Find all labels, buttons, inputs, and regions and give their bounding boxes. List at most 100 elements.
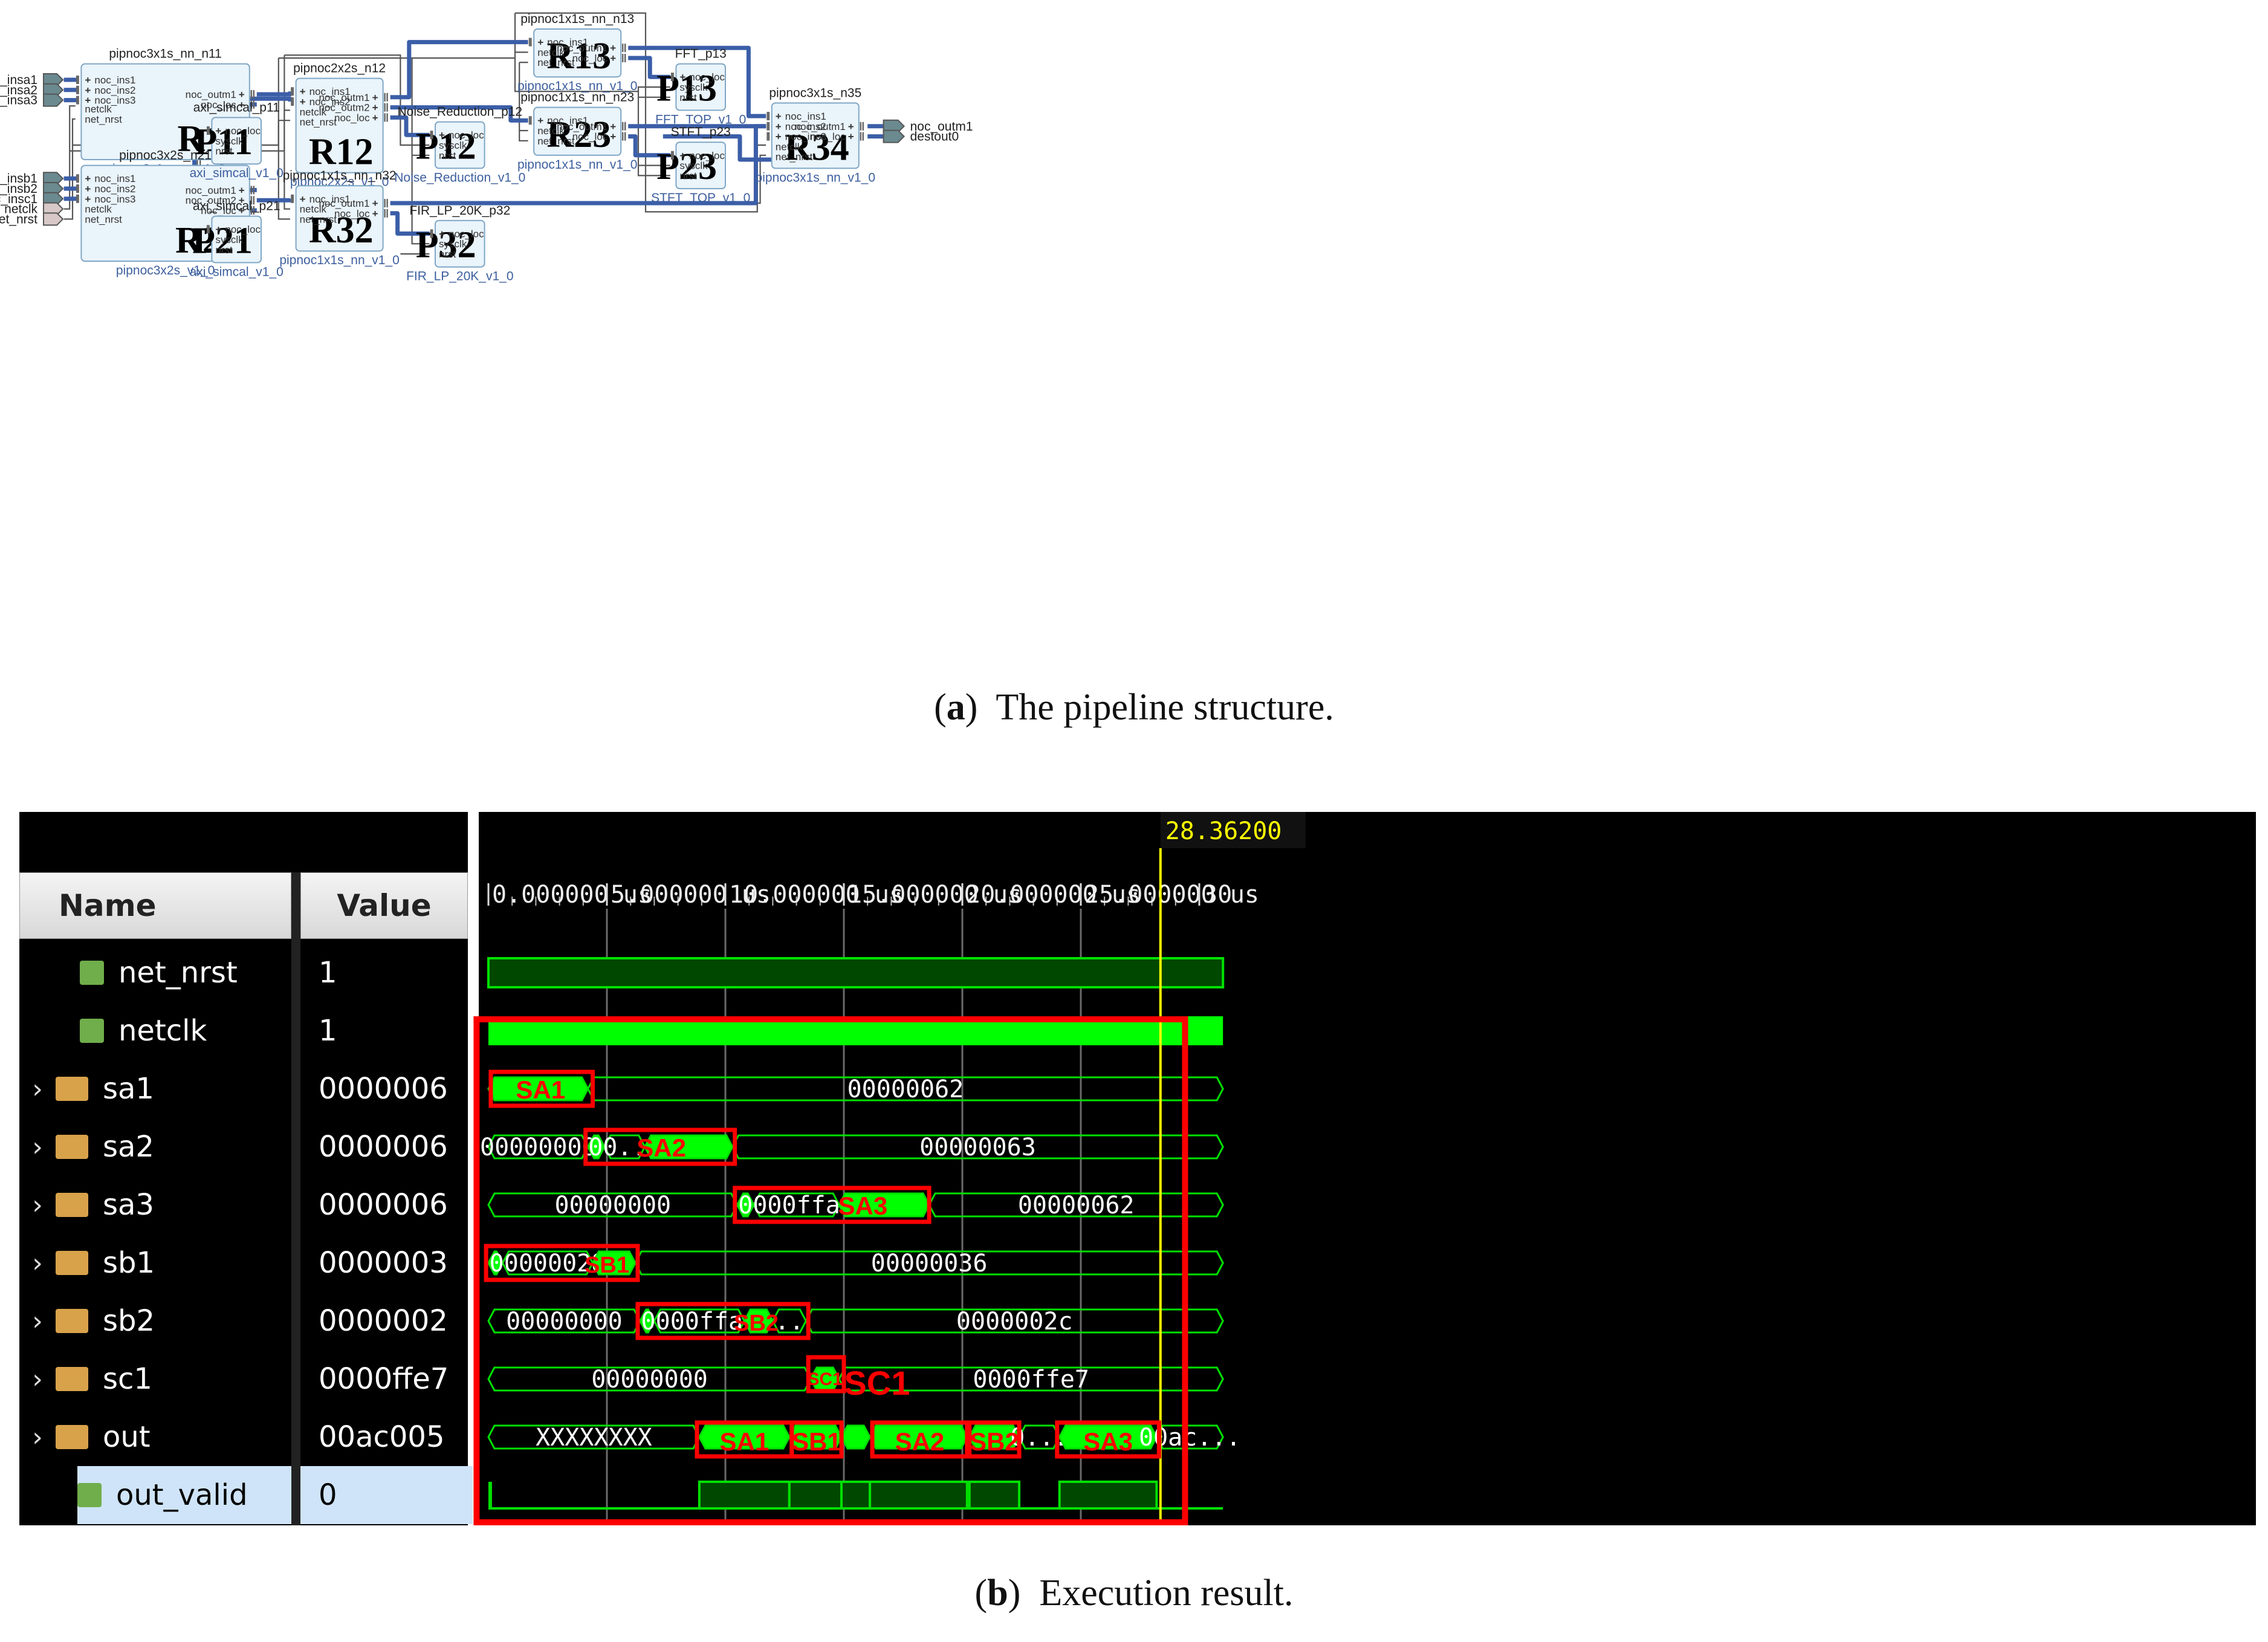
- svg-text:+: +: [776, 111, 782, 122]
- caption-b: (b) Execution result.: [974, 1572, 1294, 1614]
- router-title: pipnoc2x2s_n12: [293, 62, 386, 76]
- bit-signal-icon: [77, 1483, 102, 1507]
- expand-chevron-icon[interactable]: ›: [32, 1305, 43, 1337]
- port-label: noc_outm1: [186, 184, 236, 196]
- signal-row-netclk[interactable]: netclk: [19, 1002, 291, 1060]
- value-column-header[interactable]: Value: [300, 872, 468, 939]
- input-port-noc_insa2[interactable]: noc_insa2: [0, 83, 64, 97]
- port-label: nrst: [215, 244, 233, 256]
- signal-row-sb1[interactable]: › sb1: [19, 1234, 291, 1292]
- bus-value-label: 0000ffaf: [641, 1308, 758, 1335]
- port-label: noc_ins2: [309, 96, 351, 108]
- port-label: noc_ins3: [785, 131, 826, 143]
- svg-text:+: +: [215, 224, 221, 235]
- waveform-canvas[interactable]: 28.36200 0.000000 us5.000000 us10.000000 …: [19, 812, 2256, 1525]
- svg-text:+: +: [848, 121, 854, 132]
- signal-row-net_nrst[interactable]: net_nrst: [19, 944, 291, 1002]
- highlight-sa3: SA3: [1055, 1420, 1161, 1459]
- input-port-noc_insb2[interactable]: noc_insb2: [0, 182, 64, 196]
- cursor-readout[interactable]: 28.36200: [1160, 812, 1306, 848]
- input-port-noc_insc1[interactable]: noc_insc1: [0, 192, 64, 206]
- input-port-noc_insa1[interactable]: noc_insa1: [0, 73, 64, 87]
- time-tick-label: 0.000000 us: [492, 881, 652, 909]
- router-block-r23[interactable]: pipnoc1x1s_nn_n23pipnoc1x1s_nn_v1_0R23+n…: [517, 91, 638, 172]
- signal-row-out_valid[interactable]: out_valid: [77, 1466, 291, 1524]
- router-block-r12[interactable]: pipnoc2x2s_n12pipnoc2x2s_v1_0R12+noc_ins…: [290, 62, 389, 189]
- processor-block-p21[interactable]: axi_simcal_p21axi_simcal_v1_0P21+noc_loc…: [190, 200, 284, 279]
- port-label: nrst: [679, 92, 697, 103]
- input-port-label: noc_insa1: [0, 73, 37, 87]
- bus-value-label: 00000063: [919, 1134, 1036, 1161]
- processor-block-p23[interactable]: STFT_p23STFT_TOP_v1_0P23+noc_locsysclknr…: [651, 125, 750, 205]
- bus-value-label: 00000000: [591, 1366, 708, 1394]
- port-label: nrst: [439, 150, 456, 161]
- bus-value-label: 00000000: [554, 1192, 671, 1219]
- block-layer: pipnoc3x1s_nn_n11pipnoc3x1s_nn_v1_0R11+n…: [0, 12, 973, 284]
- router-ip-name: pipnoc1x1s_nn_v1_0: [279, 253, 400, 267]
- svg-text:+: +: [300, 193, 306, 205]
- bus-value-label: 0000ffe7: [973, 1366, 1089, 1394]
- processor-block-p11[interactable]: axi_simcal_p11axi_simcal_v1_0P11+noc_loc…: [190, 100, 284, 180]
- signal-row-sa1[interactable]: ›sa1: [19, 1060, 291, 1118]
- signal-row-sa2[interactable]: ›sa2: [19, 1118, 291, 1176]
- caption-a: (a) The pipeline structure.: [934, 687, 1334, 728]
- expand-chevron-icon[interactable]: ›: [32, 1189, 43, 1221]
- output-port-label: destout0: [910, 130, 959, 144]
- expand-chevron-icon[interactable]: ›: [32, 1073, 43, 1105]
- port-label: noc_outm1: [186, 89, 236, 100]
- router-ip-name: pipnoc1x1s_nn_v1_0: [517, 79, 638, 93]
- time-tick-label: 20.000000 us: [966, 881, 1141, 909]
- port-label: noc_ins1: [94, 74, 135, 86]
- port-label: noc_ins1: [547, 37, 588, 48]
- signal-name: net_nrst: [118, 956, 238, 990]
- expand-chevron-icon[interactable]: ›: [32, 1421, 43, 1453]
- port-label: sysclk: [679, 160, 708, 172]
- svg-text:+: +: [300, 96, 306, 108]
- svg-text:+: +: [239, 205, 245, 216]
- port-label: sysclk: [439, 238, 467, 250]
- router-block-r32[interactable]: pipnoc1x1s_nn_n32pipnoc1x1s_nn_v1_0R32+n…: [279, 169, 400, 267]
- svg-text:+: +: [85, 183, 91, 195]
- signal-value: 1: [319, 1014, 337, 1048]
- processor-block-p12[interactable]: Noise_Reduction_p12Noise_Reduction_v1_0P…: [394, 105, 525, 185]
- highlight-sa3: SA3: [733, 1186, 932, 1224]
- splitter[interactable]: [291, 872, 300, 1525]
- port-label: noc_ins3: [94, 95, 135, 106]
- router-block-r34[interactable]: pipnoc3x1s_n35pipnoc3x1s_nn_v1_0R34+noc_…: [756, 86, 876, 184]
- caption-b-text: Execution result.: [1039, 1572, 1294, 1614]
- svg-text:+: +: [610, 42, 616, 54]
- highlight-label: SB2: [970, 1427, 1019, 1456]
- svg-text:+: +: [610, 53, 616, 64]
- expand-chevron-icon[interactable]: ›: [32, 1363, 43, 1395]
- input-port-label: noc_insa3: [0, 94, 37, 108]
- signal-row-sa3[interactable]: ›sa3: [19, 1176, 291, 1234]
- port-label: netclk: [537, 47, 565, 58]
- bit-signal-icon: [80, 1019, 104, 1043]
- port-label: sysclk: [215, 135, 244, 147]
- bus-value-label: 00000028: [490, 1250, 606, 1277]
- signal-row-sb2[interactable]: ›sb2: [19, 1292, 291, 1350]
- output-port-destout0[interactable]: destout0: [883, 129, 959, 144]
- router-block-r13[interactable]: pipnoc1x1s_nn_n13pipnoc1x1s_nn_v1_0R13+n…: [517, 12, 638, 93]
- router-title: pipnoc1x1s_nn_n32: [283, 169, 397, 183]
- port-label: sysclk: [439, 140, 467, 151]
- signal-row-sc1[interactable]: ›sc1: [19, 1350, 291, 1408]
- processor-block-p32[interactable]: FIR_LP_20K_p32FIR_LP_20K_v1_0P32+noc_loc…: [406, 204, 513, 284]
- signal-row-out[interactable]: ›out: [19, 1408, 291, 1466]
- signal-name: sb1: [103, 1246, 155, 1280]
- expand-chevron-icon[interactable]: ›: [32, 1247, 43, 1279]
- expand-chevron-icon[interactable]: ›: [32, 1131, 43, 1163]
- input-port-noc_insa3[interactable]: noc_insa3: [0, 93, 64, 108]
- waveform-pane[interactable]: [479, 812, 2256, 1525]
- highlight-label: SA1: [516, 1076, 565, 1104]
- input-port-net_nrst[interactable]: net_nrst: [0, 212, 64, 226]
- port-label: nrst: [215, 146, 233, 157]
- port-label: net_nrst: [300, 117, 337, 128]
- svg-text:+: +: [776, 131, 782, 143]
- name-column-header[interactable]: Name: [19, 872, 291, 939]
- output-port-noc_outm1[interactable]: noc_outm1: [883, 119, 973, 134]
- svg-text:+: +: [85, 95, 91, 106]
